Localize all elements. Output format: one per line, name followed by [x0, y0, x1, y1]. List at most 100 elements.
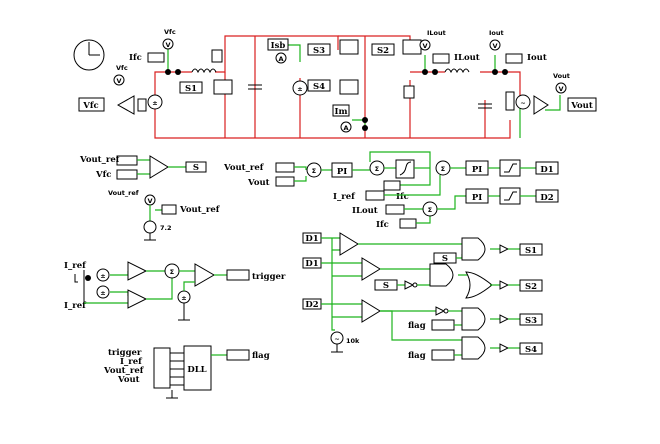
- svg-text:V: V: [165, 41, 170, 49]
- isb-tag-label: Isb: [271, 41, 286, 51]
- vout-tag[interactable]: [567, 97, 597, 112]
- ilout-tag[interactable]: [432, 53, 450, 64]
- inner-vout-label: Vout: [247, 178, 270, 188]
- pwm-d2-label: D2: [305, 300, 318, 310]
- and-gate-3-icon: [461, 307, 486, 331]
- ilout-fb-box[interactable]: [385, 204, 405, 215]
- im-tag-label: Im: [335, 107, 348, 117]
- ifc2-fb-label: Ifc: [376, 220, 389, 230]
- ilout-meter-icon: [419, 39, 431, 51]
- pwm-s2-out-box[interactable]: [519, 279, 543, 292]
- trig-comp-2-icon: [127, 289, 148, 309]
- trig-comp-3-icon: [194, 263, 215, 287]
- ifc-meter-icon: [162, 38, 174, 50]
- limiter-1-icon: [499, 159, 521, 177]
- ifc2-fb-box[interactable]: [399, 218, 417, 229]
- and-gate-2-icon: [429, 263, 454, 287]
- switch-s4[interactable]: [307, 79, 331, 92]
- d1-output-box[interactable]: [535, 161, 559, 175]
- igbt-s4-icon: [339, 79, 359, 95]
- vfc-meter-icon: [113, 74, 125, 86]
- inner-vout-ref-box[interactable]: [275, 162, 295, 173]
- vout-ref-source-label: Vout_ref: [108, 189, 139, 197]
- buffer-1-icon: [499, 244, 510, 254]
- pi-block-2-label: PI: [472, 165, 482, 175]
- inductor-icon: [191, 68, 217, 74]
- i-ref-box[interactable]: [365, 190, 385, 201]
- svg-text:~: ~: [520, 99, 525, 107]
- trig-source-1-icon: [96, 268, 110, 282]
- svg-text:V: V: [558, 85, 563, 93]
- dll-input-bus: [153, 347, 171, 389]
- trig-source-2-icon: [96, 285, 110, 299]
- dll-input-i-ref: I_ref: [120, 357, 143, 367]
- pwm-s4-out-box[interactable]: [519, 342, 543, 355]
- im-tag[interactable]: [332, 104, 350, 117]
- vout-ref-out-label: Vout_ref: [179, 205, 221, 215]
- svg-text:±: ±: [100, 272, 105, 280]
- ifc-meter-label: Vfc: [164, 28, 176, 36]
- svg-text:±: ±: [297, 85, 302, 93]
- pwm-s3-out-label: S3: [525, 316, 537, 326]
- clock-icon: [73, 39, 105, 71]
- pwm-flag-a-label: flag: [408, 321, 426, 331]
- power-stage: Vfc V Vfc ± V Vfc Ifc S1 Isb A S3 S: [73, 28, 597, 139]
- vout-meter-icon: [555, 82, 567, 94]
- pi-block-1-label: PI: [337, 167, 347, 177]
- ifc-tag[interactable]: [147, 52, 165, 63]
- switch-s1[interactable]: [179, 81, 203, 94]
- svg-text:V: V: [147, 197, 152, 205]
- trigger-output-box[interactable]: [226, 269, 250, 281]
- diode-icon: [211, 49, 223, 63]
- switch-s3[interactable]: [307, 43, 331, 56]
- switch-s3-label: S3: [313, 46, 325, 56]
- pwm-comp-1-icon: [339, 232, 359, 256]
- vfc-sensor-icon: [116, 95, 135, 115]
- svg-text:A: A: [343, 124, 348, 132]
- dc-source-icon: [143, 220, 157, 234]
- igbt-s3-icon: [339, 39, 359, 55]
- vout-ref-input-box[interactable]: [116, 155, 138, 166]
- vfc-input-box[interactable]: [116, 169, 138, 180]
- dll-input-vout: Vout: [117, 375, 140, 385]
- svg-text:±: ±: [100, 289, 105, 297]
- igbt-s1-icon: [213, 79, 233, 95]
- vout-meter-label: Vout: [553, 72, 570, 80]
- pwm-s3-out-box[interactable]: [519, 313, 543, 326]
- inverter-2-icon: [435, 306, 446, 316]
- vfc-meter-label: Vfc: [116, 64, 128, 72]
- svg-text:Σ: Σ: [441, 165, 445, 173]
- vfc-tag[interactable]: [78, 97, 105, 112]
- switch-s2[interactable]: [371, 43, 395, 56]
- vout-ref-out-box[interactable]: [161, 204, 177, 215]
- iout-tag[interactable]: [505, 53, 523, 64]
- fc-source-icon: [147, 94, 163, 110]
- mid-source-icon: [292, 80, 308, 96]
- pwm-s4-out-label: S4: [525, 345, 537, 355]
- dll-block: trigger I_ref Vout_ref Vout DLL flag: [103, 345, 270, 399]
- vout-sensor-icon: [533, 95, 549, 115]
- pwm-flag-a-box[interactable]: [431, 319, 455, 331]
- igbt-s2-icon: [402, 39, 422, 55]
- iout-meter-label: Iout: [489, 29, 504, 37]
- limiter-2-icon: [499, 187, 521, 205]
- s-generator: Vout_ref Vfc S: [79, 155, 207, 180]
- s-output-box[interactable]: [185, 161, 207, 173]
- inverter-1-icon: [404, 280, 415, 290]
- ifc-tag-label: Ifc: [129, 53, 142, 63]
- svg-text:±: ±: [152, 99, 157, 107]
- flag-output-box[interactable]: [226, 349, 250, 361]
- svg-text:±: ±: [181, 294, 186, 302]
- d2-output-box[interactable]: [535, 189, 559, 203]
- pwm-s1-out-box[interactable]: [519, 243, 543, 256]
- inner-vout-box[interactable]: [275, 176, 295, 187]
- isb-tag[interactable]: [267, 38, 289, 51]
- pwm-flag-b-box[interactable]: [431, 349, 455, 361]
- dll-module[interactable]: [183, 345, 212, 391]
- ilout-fb-label: ILout: [352, 206, 378, 216]
- ifc-fb-box[interactable]: [383, 180, 401, 191]
- trigger-block: I_ref ± ± I_ref Σ ± trigger: [64, 261, 286, 321]
- comparator-icon: [149, 155, 169, 179]
- vfc-input-label: Vfc: [95, 170, 111, 180]
